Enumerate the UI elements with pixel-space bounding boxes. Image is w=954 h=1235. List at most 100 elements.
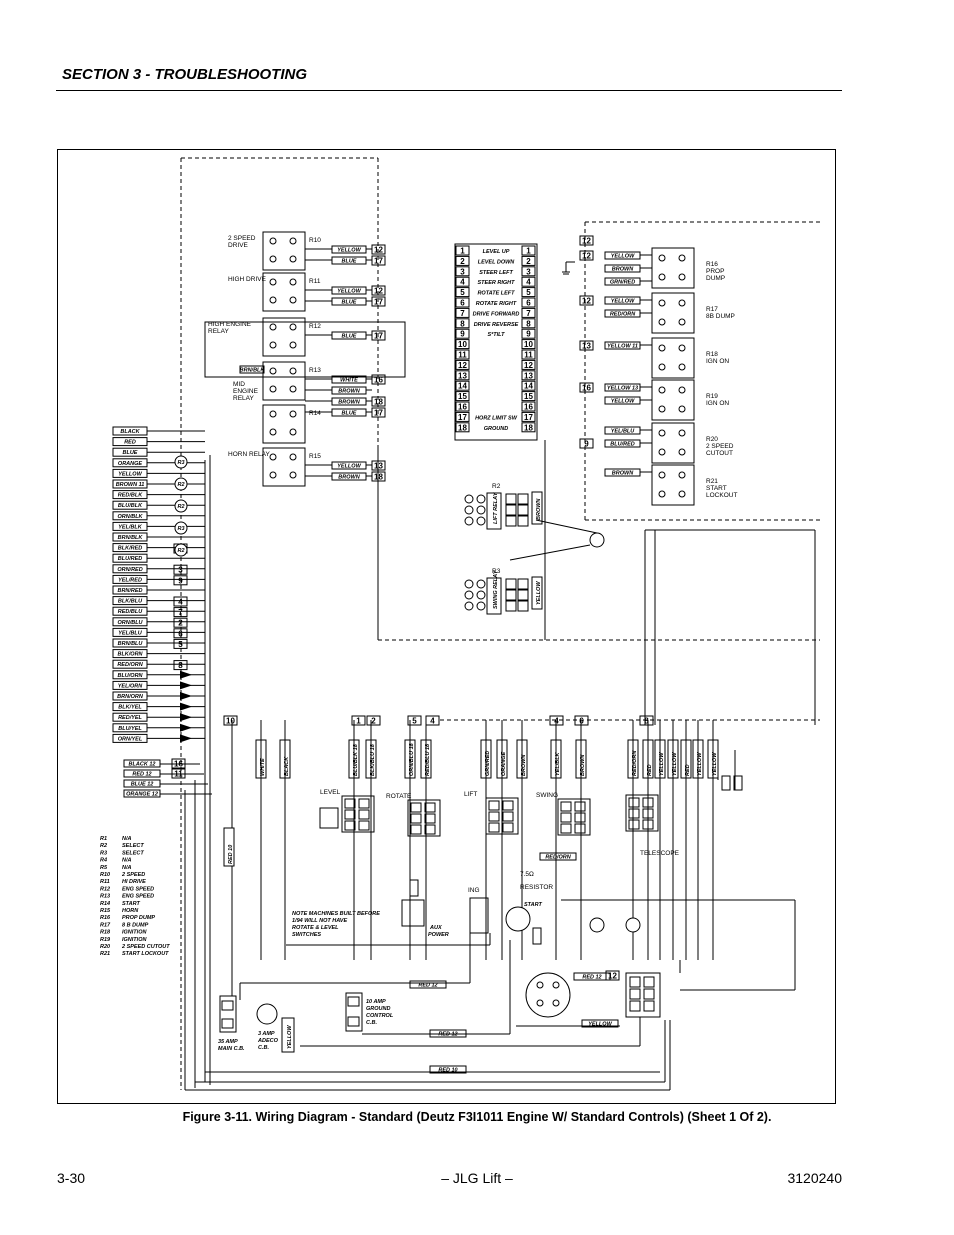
key-switch-pin <box>552 981 560 989</box>
relay-pin <box>658 490 666 498</box>
r13-extra-tag <box>239 365 265 374</box>
relay-r19-id: R19 <box>706 393 718 400</box>
terminal-right-number <box>521 287 536 298</box>
harness-number-text: 8 <box>178 661 183 670</box>
legend-value: HI DRIVE <box>122 879 146 885</box>
relay-pin <box>658 299 666 307</box>
relay-wire-number-text: 9 <box>584 440 589 449</box>
bottom-wire-tag <box>496 739 508 779</box>
relay-r21-id: R21 <box>706 478 718 485</box>
relay-pin <box>269 471 277 479</box>
bottom-number-text: 1 <box>356 717 361 726</box>
gauge-right <box>625 917 641 933</box>
relay-pin <box>678 405 686 413</box>
relay-pin <box>269 410 277 418</box>
red12-tag-text: RED 12 <box>582 975 601 981</box>
legend-key: R16 <box>100 915 111 921</box>
terminal-right-number <box>521 245 536 256</box>
small-relay-pin <box>476 505 486 515</box>
relay-wire-tag-text: BROWN <box>338 475 360 481</box>
harness-number <box>173 596 188 607</box>
harness-color-label: ORN/YEL <box>118 736 143 742</box>
harness-color-label: BLU/BLK <box>118 503 143 509</box>
switch-pin <box>642 819 654 830</box>
terminal-left-number-text: 16 <box>458 403 467 412</box>
relay-wire-tag-text: YELLOW <box>337 464 361 470</box>
bottom-wire-tag <box>279 739 291 779</box>
relay-pin <box>289 453 297 461</box>
red10-number <box>223 715 238 726</box>
legend-value: 2 SPEED CUTOUT <box>121 944 170 950</box>
diagram-frame <box>57 149 836 1104</box>
relay-pin <box>678 299 686 307</box>
legend-key: R3 <box>100 850 107 856</box>
terminal-left-number <box>455 255 470 266</box>
terminal-right-number <box>521 370 536 381</box>
terminal-right-number-text: 6 <box>526 299 531 308</box>
relay-r14-box <box>262 404 306 444</box>
relay-pin <box>289 255 297 263</box>
relay-wire-tag <box>604 341 641 350</box>
harness-color-label: ORN/RED <box>117 567 142 573</box>
legend-key: R17 <box>100 922 111 928</box>
bottom-number-text: 4 <box>430 717 435 726</box>
terminal-left-number-text: 9 <box>460 330 465 339</box>
terminal-right-number <box>521 307 536 318</box>
switch-telescope-label: TELESCOPE <box>640 850 680 857</box>
terminal-left-number <box>455 422 470 433</box>
relay-pin <box>289 296 297 304</box>
cb35-label: 35 AMP <box>218 1039 238 1045</box>
harness-number-text: 9 <box>178 576 183 585</box>
legend-key: R5 <box>100 865 108 871</box>
relay-r13-name: ENGINE <box>233 388 259 395</box>
terminal-left-number-text: 12 <box>458 361 467 370</box>
relay-wire-tag-text: BLUE <box>342 300 357 306</box>
red-orn-tag <box>539 852 577 861</box>
relay-wire-number-text: 13 <box>582 342 591 351</box>
cb10-label: CONTROL <box>366 1013 394 1019</box>
red12-tag-text: RED 12 <box>418 983 437 989</box>
harness-number <box>173 638 188 649</box>
resistor-value: 7.5Ω <box>520 871 534 878</box>
terminal-right-number-text: 1 <box>526 247 531 256</box>
bottom-wire-label: RED/ORN <box>632 750 638 776</box>
harness-color-label: BRN/RED <box>117 588 142 594</box>
switch-pin <box>344 820 356 831</box>
terminal-left-number-text: 8 <box>460 319 465 328</box>
relay-r12-id: R12 <box>309 323 321 330</box>
terminal-right-number-text: 18 <box>524 423 533 432</box>
relay-pin <box>658 254 666 262</box>
key-switch-pin <box>536 999 544 1007</box>
relay-pin <box>678 471 686 479</box>
harness-number <box>173 564 188 575</box>
note-text: ROTATE & LEVEL <box>292 925 339 931</box>
relay-wire-number <box>579 340 594 351</box>
bottom-number <box>574 715 589 726</box>
relay-wire-number-text: 12 <box>582 252 591 261</box>
resistor-label: RESISTOR <box>520 884 553 891</box>
legend-value: START LOCKOUT <box>122 951 169 957</box>
terminal-left-number-text: 13 <box>458 371 467 380</box>
relay-pin <box>658 471 666 479</box>
small-relay-pin <box>476 590 486 600</box>
bottom-number-text: 6 <box>579 717 584 726</box>
legend-key: R4 <box>100 858 107 864</box>
legend-key: R1 <box>100 836 107 842</box>
relay-pin <box>269 453 277 461</box>
relay-wire-number-text: 13 <box>374 462 383 471</box>
harness-arrow-icon <box>180 702 192 711</box>
small-relay-pin <box>476 516 486 526</box>
terminal-left-number <box>455 276 470 287</box>
small-relay-label: SWING RELAY <box>493 569 499 609</box>
relay-wire-number <box>579 295 594 306</box>
harness-number-text: 6 <box>178 629 183 638</box>
bottom-wire-tag <box>654 739 666 779</box>
bottom-wire-label: WHITE <box>260 758 266 776</box>
relay-pin <box>289 428 297 436</box>
terminal-left-number-text: 18 <box>458 423 467 432</box>
terminal-left-number <box>455 401 470 412</box>
terminal-right-number <box>521 391 536 402</box>
relay-wire-tag-text: YELLOW 11 <box>607 344 638 350</box>
relay-pin <box>678 386 686 394</box>
